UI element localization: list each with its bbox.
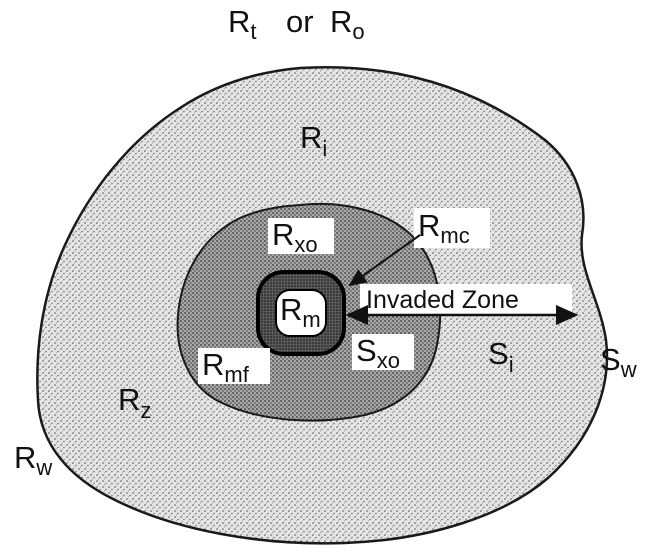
label-si: Si — [488, 336, 514, 377]
rmc-label-bg — [414, 208, 490, 248]
label-rz: Rz — [118, 382, 151, 423]
invaded-zone-label: Invaded Zone — [366, 286, 519, 314]
label-rm: Rm — [280, 292, 321, 332]
label-rt-or-ro: Rt or Ro — [228, 4, 365, 44]
svg-text:Rt: Rt — [228, 4, 257, 44]
svg-text:or: or — [286, 4, 314, 39]
label-rmc: Rmc — [418, 208, 470, 248]
label-rmf: Rmf — [202, 347, 250, 387]
label-sw: Sw — [600, 342, 637, 382]
rmf-label-bg — [198, 348, 270, 384]
label-sxo: Sxo — [356, 333, 400, 373]
borehole — [275, 289, 327, 337]
label-rw: Rw — [14, 440, 52, 480]
rxo-label-bg — [268, 218, 334, 254]
sxo-label-bg — [352, 334, 414, 370]
mudcake-arrow — [348, 234, 421, 287]
svg-text:Ro: Ro — [330, 4, 365, 44]
label-ri: Ri — [300, 120, 327, 161]
label-rxo: Rxo — [272, 217, 318, 257]
